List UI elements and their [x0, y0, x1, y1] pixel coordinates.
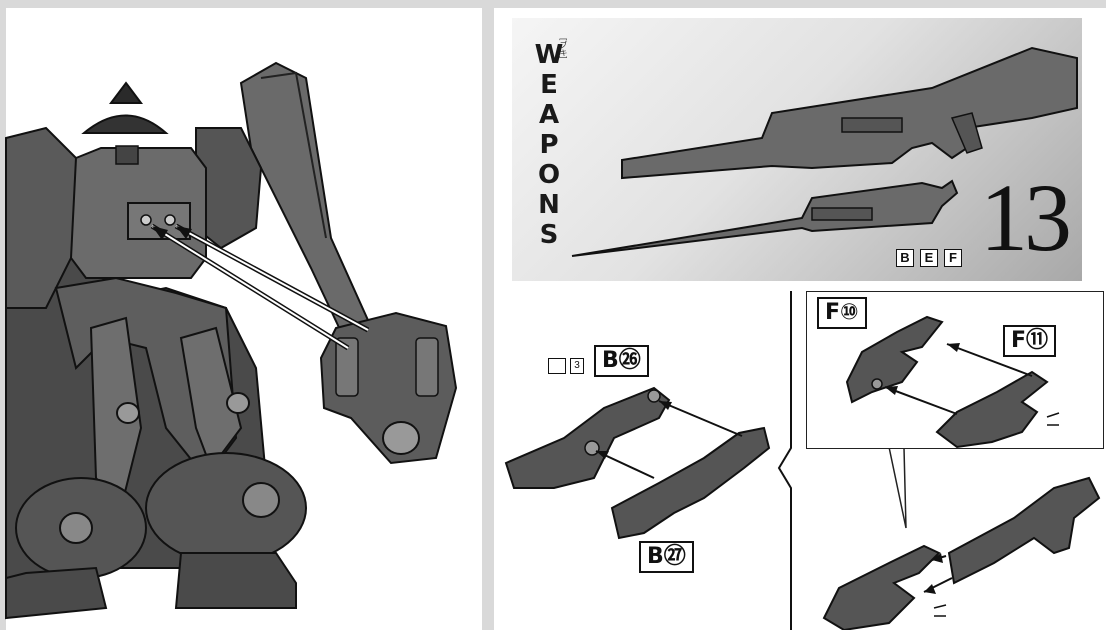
stock-assembly-detail-illustration [845, 315, 1060, 449]
part-label-f11: F⑪ [1003, 325, 1057, 357]
callout-detail-box: F⑩ F⑪ [806, 291, 1104, 449]
runner-e-box: E [920, 249, 938, 267]
nipper-count: 3 [570, 358, 584, 374]
left-illustration-panel [5, 8, 482, 630]
right-instruction-panel: WEAPONS [ブキ] B E F 13 3 B㉖ B㉗ [494, 8, 1106, 630]
weapons-header-banner: WEAPONS [ブキ] B E F 13 [512, 18, 1082, 281]
mech-body-illustration [5, 61, 458, 620]
step-number: 13 [980, 164, 1072, 271]
part-label-b26: B㉖ [594, 345, 649, 377]
part-label-f10: F⑩ [817, 297, 867, 329]
completed-stock-illustration [822, 476, 1101, 630]
runner-f-box: F [944, 249, 962, 267]
rifle-assembly-illustration [504, 291, 907, 630]
weapons-preview-illustration [571, 46, 1078, 257]
weapons-title: WEAPONS [534, 40, 564, 250]
runner-b-box: B [896, 249, 914, 267]
nipper-icon [548, 358, 566, 374]
part-label-b27: B㉗ [639, 541, 694, 573]
weapons-title-reading: [ブキ] [559, 38, 568, 59]
